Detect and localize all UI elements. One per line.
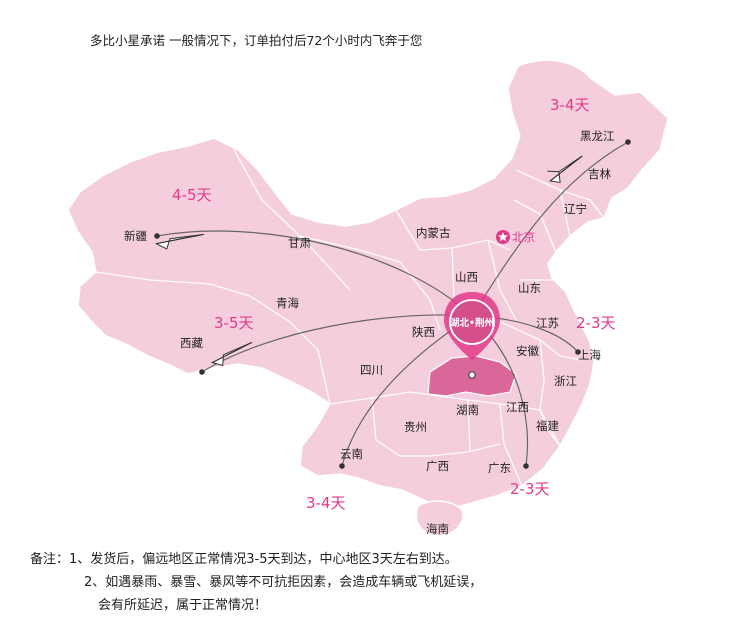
- endpoint-guangdong-dot: [523, 463, 529, 469]
- delivery-routes: [156, 141, 629, 467]
- notes-line-3: 会有所延迟，属于正常情况！: [98, 598, 268, 613]
- province-label-heilongjiang: 黑龙江: [580, 129, 615, 143]
- notes-section: 备注：1、发货后，偏远地区正常情况3-5天到达，中心地区3天左右到达。 2、如遇…: [30, 548, 482, 617]
- province-label-yunnan: 云南: [340, 447, 363, 461]
- delivery-time-xizang: 3-5天: [214, 314, 254, 332]
- province-label-shandong: 山东: [518, 281, 541, 295]
- route-endpoints: [154, 139, 631, 469]
- province-label-zhejiang: 浙江: [554, 374, 577, 388]
- notes-line-2: 2、如遇暴雨、暴雪、暴风等不可抗拒因素，会造成车辆或飞机延误，: [84, 575, 483, 590]
- province-label-shaanxi: 陕西: [412, 325, 435, 339]
- notes-label: 备注：: [30, 552, 70, 567]
- endpoint-xinjiang-dot: [154, 233, 160, 239]
- province-label-xinjiang: 新疆: [124, 229, 147, 243]
- province-label-anhui: 安徽: [516, 344, 539, 358]
- province-label-shanxi: 山西: [455, 270, 478, 284]
- endpoint-xizang-dot: [199, 369, 205, 375]
- province-label-neimenggu: 内蒙古: [416, 226, 451, 240]
- province-label-beijing: 北京: [512, 230, 535, 244]
- airplane-icon-southwest: [210, 341, 253, 367]
- province-label-gansu: 甘肃: [288, 236, 311, 250]
- province-label-qinghai: 青海: [276, 296, 299, 310]
- origin-label: 湖北•荆州: [450, 317, 494, 329]
- province-label-xizang: 西藏: [180, 336, 203, 350]
- province-label-guangdong: 广东: [488, 461, 511, 475]
- province-label-hunan: 湖南: [456, 403, 479, 417]
- delivery-time-northeast: 3-4天: [550, 96, 590, 114]
- province-label-guizhou: 贵州: [404, 420, 427, 434]
- route-to-xizang: [201, 314, 473, 373]
- delivery-time-east: 2-3天: [576, 314, 616, 332]
- province-label-liaoning: 辽宁: [564, 202, 587, 216]
- province-label-hainan: 海南: [426, 522, 449, 536]
- route-to-xinjiang: [156, 230, 473, 317]
- province-label-jiangxi: 江西: [506, 400, 529, 414]
- notes-row-1: 备注：1、发货后，偏远地区正常情况3-5天到达，中心地区3天左右到达。: [30, 548, 482, 571]
- endpoint-heilongjiang-dot: [625, 139, 631, 145]
- hainan-island-shape: [415, 500, 464, 537]
- endpoint-yunnan-dot: [339, 463, 345, 469]
- delivery-map: 湖北•荆州 黑龙江 吉林 辽宁 内蒙古 新疆 甘肃 青海 西藏 山西 山东 江苏…: [67, 59, 669, 537]
- endpoint-shanghai-dot: [575, 349, 581, 355]
- delivery-time-south: 2-3天: [510, 480, 550, 498]
- china-map-shape: [67, 59, 669, 511]
- beijing-star-icon: [496, 230, 510, 244]
- airplane-icon-west: [154, 233, 204, 250]
- province-label-sichuan: 四川: [360, 363, 383, 377]
- province-borders: [95, 149, 605, 487]
- province-label-shanghai: 上海: [578, 348, 601, 362]
- route-to-heilongjiang: [471, 141, 629, 317]
- origin-pin-icon: [444, 292, 500, 379]
- province-label-jilin: 吉林: [588, 167, 611, 181]
- province-label-fujian: 福建: [536, 419, 559, 433]
- province-label-jiangsu: 江苏: [536, 316, 559, 330]
- province-label-guangxi: 广西: [426, 459, 449, 473]
- delivery-time-southwest: 3-4天: [306, 494, 346, 512]
- notes-line-1: 1、发货后，偏远地区正常情况3-5天到达，中心地区3天左右到达。: [69, 552, 458, 567]
- header-promise-text: 多比小星承诺 一般情况下，订单拍付后72个小时内飞奔于您: [90, 33, 423, 48]
- delivery-time-xinjiang: 4-5天: [172, 186, 212, 204]
